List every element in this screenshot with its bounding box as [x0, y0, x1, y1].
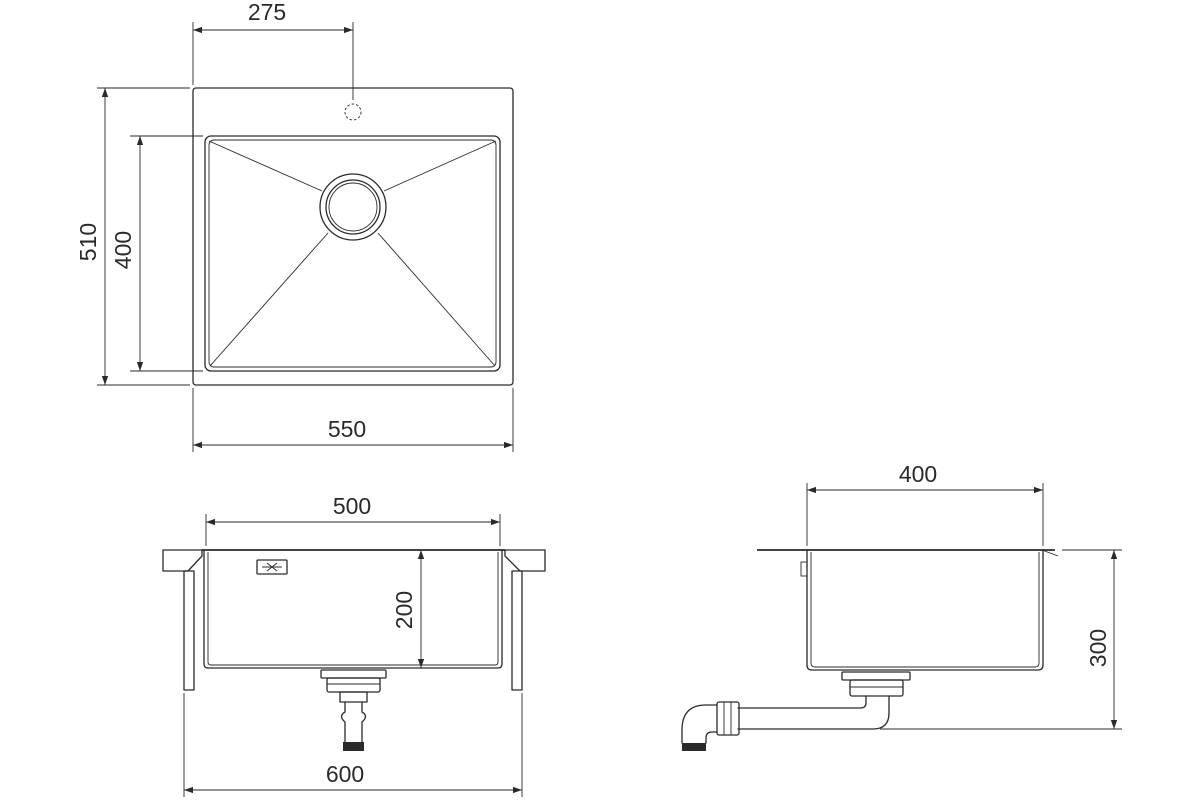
- dim-side-total-height: 300: [880, 549, 1122, 730]
- countertop-left: [162, 549, 203, 572]
- countertop-right: [504, 549, 546, 572]
- side-trap-outlet: [682, 743, 706, 751]
- dim-label-550: 550: [328, 416, 366, 442]
- dim-label-600: 600: [326, 761, 364, 787]
- overflow-icon: [256, 559, 288, 575]
- dim-label-510: 510: [75, 223, 101, 261]
- dim-label-200: 200: [391, 591, 417, 629]
- bowl-slope-lines: [208, 140, 497, 367]
- dim-side-bowl-length: 400: [806, 461, 1044, 546]
- dim-outer-depth: 510: [75, 87, 190, 386]
- front-drain-trap: [320, 669, 387, 751]
- dim-label-500: 500: [333, 493, 371, 519]
- dim-front-bowl-width: 500: [205, 493, 501, 546]
- sink-outer-rim: [192, 87, 514, 386]
- dim-cabinet-width: 600: [183, 693, 523, 797]
- dim-bowl-depth: 400: [110, 135, 203, 372]
- sink-bowl-inner-outline: [208, 139, 497, 368]
- dim-outer-width: 550: [192, 388, 514, 452]
- dim-front-bowl-height: 200: [391, 550, 425, 668]
- top-view: 275 510 400 550: [75, 0, 514, 452]
- drain-icon: [319, 173, 387, 241]
- dim-overflow-offset: 275: [192, 0, 354, 100]
- tap-hole-icon: [344, 103, 362, 121]
- side-overflow-icon: [800, 561, 808, 577]
- dim-label-275: 275: [248, 0, 286, 25]
- front-view: 500 200 600: [162, 493, 546, 797]
- cabinet-wall-right: [511, 570, 523, 691]
- dim-label-300: 300: [1085, 629, 1111, 667]
- dim-label-400-horizontal: 400: [899, 461, 937, 487]
- sink-bowl-outline: [204, 135, 501, 372]
- dim-label-400-vertical: 400: [110, 231, 136, 269]
- side-bowl-outline: [806, 550, 1044, 671]
- front-bowl-outline: [203, 549, 503, 669]
- trap-outlet: [343, 742, 364, 751]
- side-view: 400 300: [681, 461, 1122, 751]
- cabinet-wall-left: [183, 570, 195, 691]
- side-drain-assembly: [681, 671, 911, 751]
